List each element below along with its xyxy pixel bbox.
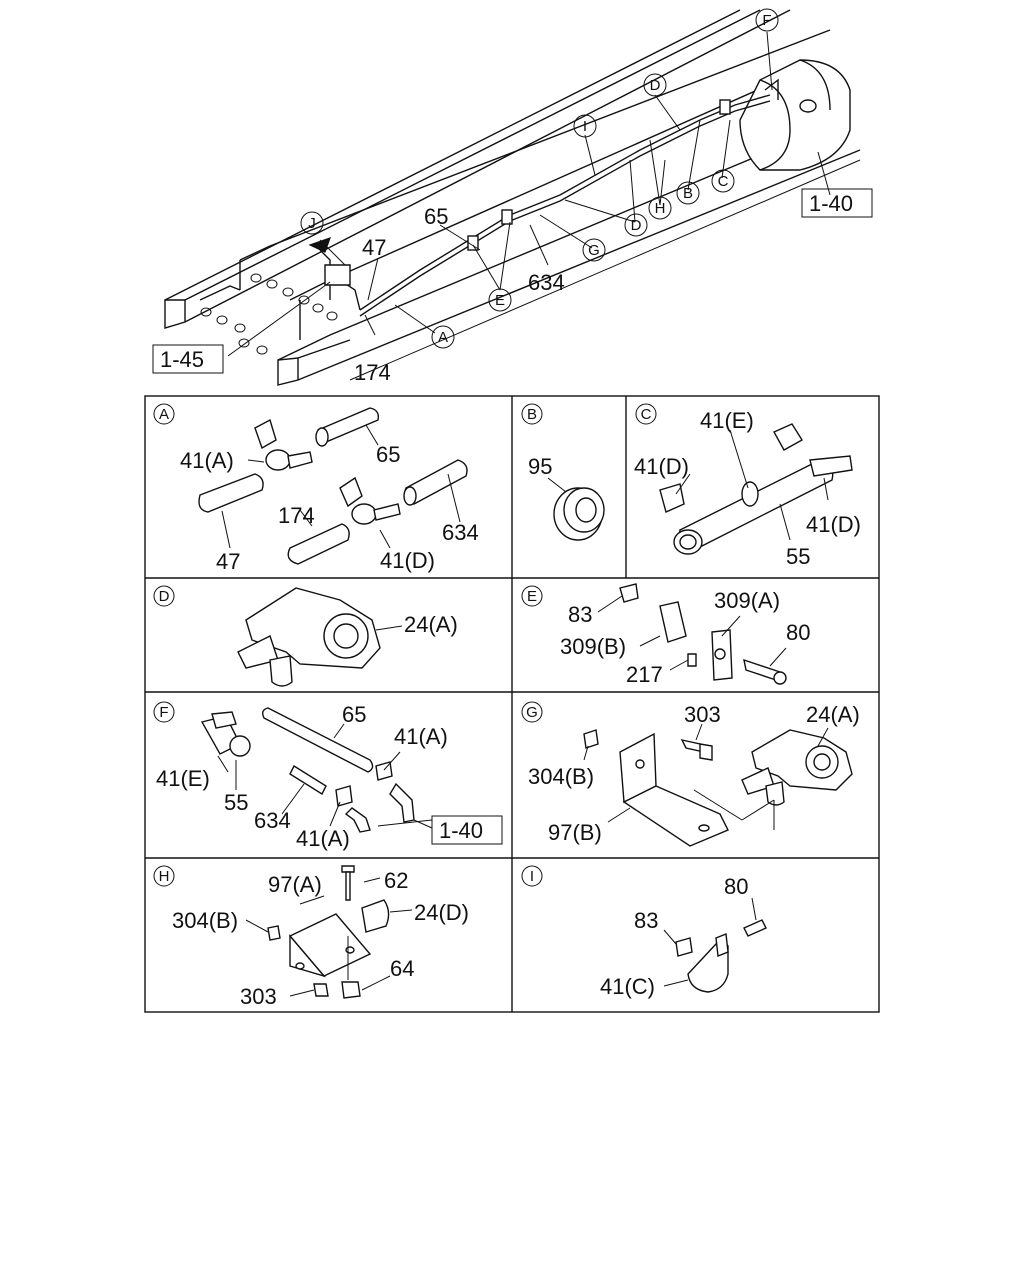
panel-b: B 95: [521, 403, 605, 541]
connector-41e: [200, 711, 251, 757]
ref-box-left: [152, 344, 224, 374]
callout-d-top: D: [650, 77, 661, 94]
frame-rails: [164, 9, 861, 386]
panel-i-label-41c: 41(C): [600, 974, 655, 999]
panel-g-label-97b: 97(B): [548, 820, 602, 845]
ref-label-right: 1-40: [809, 191, 853, 216]
panel-f-label-65: 65: [342, 702, 366, 727]
panel-a-letter: A: [159, 406, 169, 423]
panel-e-label-309b: 309(B): [560, 634, 626, 659]
panel-i: I 80 83 41(C): [521, 865, 767, 999]
callout-e: E: [495, 292, 505, 309]
panel-h-letter: H: [159, 868, 170, 885]
panel-f-label-41a-bottom: 41(A): [296, 826, 350, 851]
ref-label-left: 1-45: [160, 347, 204, 372]
overview-leaders: [227, 31, 831, 357]
panel-c-label-41d-right: 41(D): [806, 512, 861, 537]
panel-h: H 97(A) 62 304(B) 24(D) 64 303: [153, 865, 469, 1009]
panel-d: D 24(A): [153, 585, 458, 687]
panel-a-label-174: 174: [278, 503, 315, 528]
panel-g-label-303: 303: [684, 702, 721, 727]
panel-e-label-80: 80: [786, 620, 810, 645]
panel-b-letter: B: [527, 406, 537, 423]
panel-c-label-41e: 41(E): [700, 408, 754, 433]
panel-f-label-41a-top: 41(A): [394, 724, 448, 749]
panel-c-label-41d-left: 41(D): [634, 454, 689, 479]
callout-g: G: [588, 242, 600, 259]
panel-b-label-95: 95: [528, 454, 552, 479]
panel-e-label-217: 217: [626, 662, 663, 687]
detail-grid: [144, 395, 880, 1013]
callout-c: C: [718, 173, 729, 190]
panel-h-label-24d: 24(D): [414, 900, 469, 925]
panel-f-label-41e: 41(E): [156, 766, 210, 791]
panel-f-label-634: 634: [254, 808, 291, 833]
label-47-overview: 47: [362, 235, 386, 260]
panel-e: E 83 309(A) 309(B) 80 217: [521, 583, 810, 687]
overview-assembly: F D I B C H D G E A J 65 47 634 174: [152, 8, 873, 386]
callout-j: J: [308, 215, 316, 232]
panel-h-label-97a: 97(A): [268, 872, 322, 897]
panel-e-label-309a: 309(A): [714, 588, 780, 613]
panel-g: G 303 24(A) 304(B) 97(B): [521, 701, 860, 847]
label-65-overview: 65: [424, 204, 448, 229]
callout-b: B: [683, 185, 693, 202]
panel-a-label-634: 634: [442, 520, 479, 545]
callout-a: A: [438, 329, 448, 346]
ref-box-right: [801, 188, 873, 218]
clamp-41c: [687, 933, 729, 993]
hose-clamp-41d: [339, 476, 401, 525]
callout-d-bottom: D: [631, 217, 642, 234]
panel-a: A 41(A) 65 47 174 634: [153, 403, 479, 574]
panel-a-label-41a: 41(A): [180, 448, 234, 473]
label-634-overview: 634: [528, 270, 565, 295]
panel-h-label-304b: 304(B): [172, 908, 238, 933]
callout-i: I: [583, 118, 587, 135]
panel-a-label-41d: 41(D): [380, 548, 435, 573]
panel-g-label-304b: 304(B): [528, 764, 594, 789]
bracket-309: [619, 583, 787, 685]
panel-e-label-83: 83: [568, 602, 592, 627]
panel-i-label-80: 80: [724, 874, 748, 899]
panel-c-letter: C: [641, 406, 652, 423]
panel-f: F 65 41(A) 41(E) 55 634 41(A) 1-40: [153, 701, 503, 851]
panel-h-label-64: 64: [390, 956, 414, 981]
panel-i-letter: I: [530, 868, 534, 885]
panel-a-label-65: 65: [376, 442, 400, 467]
panel-a-label-47: 47: [216, 549, 240, 574]
label-174-overview: 174: [354, 360, 391, 385]
panel-h-label-303: 303: [240, 984, 277, 1009]
hose-clamp-41a: [254, 418, 313, 471]
panel-h-label-62: 62: [384, 868, 408, 893]
clip-24a: [237, 587, 381, 687]
bracket-97b: [619, 732, 729, 847]
callout-f: F: [762, 12, 771, 29]
panel-f-letter: F: [159, 704, 168, 721]
panel-c: C 41(E) 41(D) 41(D) 55: [634, 403, 861, 569]
panel-i-label-83: 83: [634, 908, 658, 933]
panel-c-label-55: 55: [786, 544, 810, 569]
panel-d-label-24a: 24(A): [404, 612, 458, 637]
panel-g-letter: G: [526, 704, 538, 721]
pipe-assembly: [659, 423, 853, 555]
clip-24a-g: [741, 729, 853, 806]
panel-f-label-55: 55: [224, 790, 248, 815]
grommet: [553, 487, 605, 541]
callout-h: H: [655, 200, 666, 217]
panel-f-ref-box: [431, 815, 503, 845]
panel-f-ref-label: 1-40: [439, 818, 483, 843]
fuel-tank: [739, 59, 851, 171]
panel-e-letter: E: [527, 588, 537, 605]
bracket-97a: [288, 913, 372, 978]
overview-callouts: F D I B C H D G E A J: [300, 8, 779, 349]
panel-d-letter: D: [159, 588, 170, 605]
panel-g-label-24a: 24(A): [806, 702, 860, 727]
